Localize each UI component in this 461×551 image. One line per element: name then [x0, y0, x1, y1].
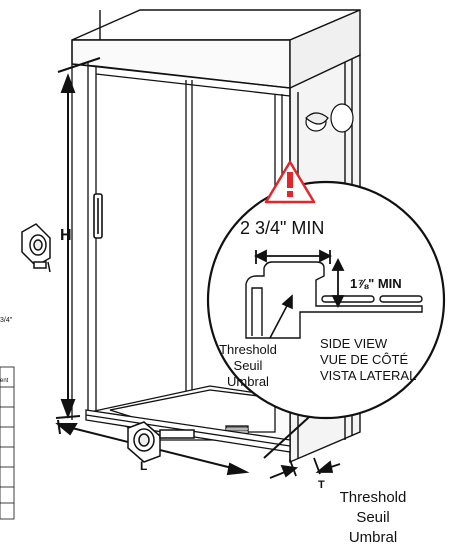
- detail-threshold-en: Threshold: [219, 342, 277, 357]
- height-label: H: [60, 227, 72, 244]
- header-box: [71, 8, 361, 90]
- side-view-fr: VUE DE CÔTÉ: [320, 352, 408, 367]
- warning-triangle-icon: [264, 160, 316, 204]
- callout-threshold-en: Threshold: [340, 489, 407, 506]
- side-view-es: VISTA LATERAL: [320, 368, 416, 383]
- cutoff-left-text: 3/4": [0, 317, 13, 324]
- cutoff-table-header: ent: [0, 378, 9, 384]
- height-dimension: [55, 57, 101, 419]
- thickness-dimension: [269, 457, 341, 479]
- min-height-text: 1⅞" MIN: [350, 276, 402, 291]
- shower-valve-icon: [305, 103, 354, 133]
- min-height-arrow: [331, 257, 345, 309]
- detail-threshold-fr: Seuil: [234, 358, 263, 373]
- tape-measure-icon: [127, 421, 195, 463]
- clearance-arrow: [253, 249, 333, 264]
- callout-threshold-es: Umbral: [349, 529, 397, 546]
- cutoff-table: [0, 366, 15, 520]
- length-label: L: [140, 459, 147, 473]
- thickness-label: T: [318, 479, 325, 491]
- detail-threshold-es: Umbral: [227, 374, 269, 389]
- arrow-icon: [269, 294, 293, 339]
- callout-threshold-fr: Seuil: [356, 509, 389, 526]
- tape-measure-icon: [21, 223, 51, 273]
- door-handle: [93, 193, 103, 239]
- clearance-text: 2 3/4" MIN: [240, 218, 324, 238]
- side-view-en: SIDE VIEW: [320, 336, 388, 351]
